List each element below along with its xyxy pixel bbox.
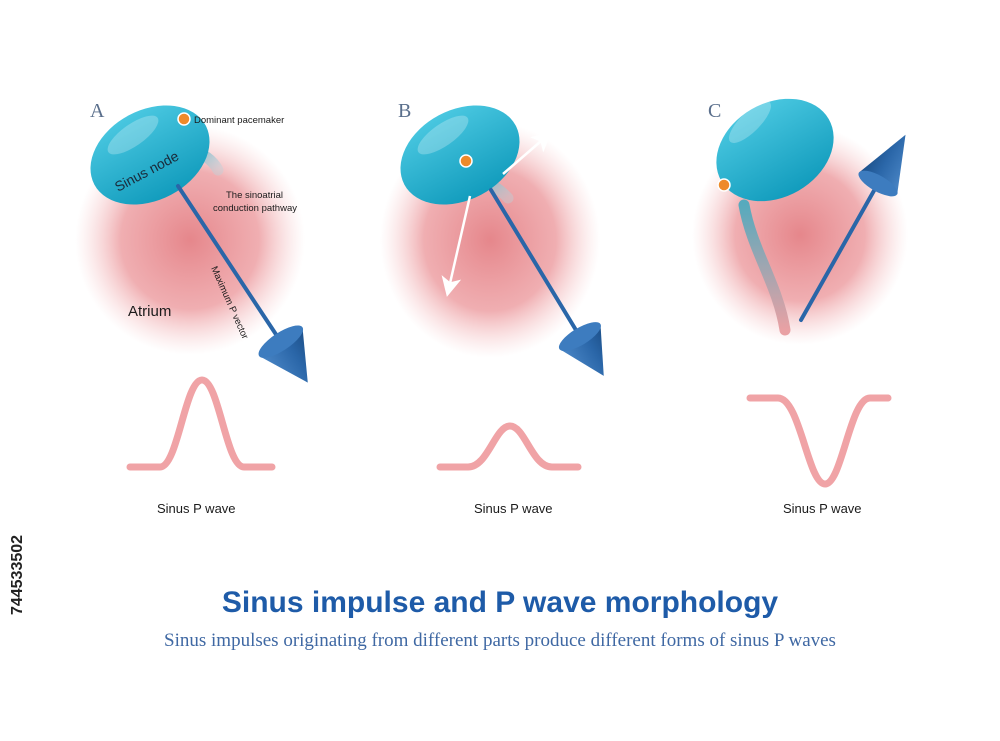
- panel-letter-a: A: [90, 100, 105, 122]
- figure-title: Sinus impulse and P wave morphology: [221, 586, 779, 619]
- atrium-label: Atrium: [128, 303, 171, 320]
- sinus-node-b: [400, 105, 520, 205]
- p-vector-shaft-b: [489, 188, 584, 342]
- sinus-node-a: [90, 105, 210, 205]
- sinus-node-c: [716, 98, 834, 202]
- p-wave-c: [746, 394, 892, 488]
- stock-id-watermark: 744533502: [4, 505, 32, 645]
- pathway-label-line2: conduction pathway: [213, 203, 297, 214]
- panel-letter-b: B: [398, 100, 411, 122]
- stock-id-text: 744533502: [9, 534, 26, 616]
- panel-b: B Sinus P wave: [380, 100, 604, 516]
- p-vector-shaft-c: [799, 178, 882, 322]
- sinus-node-highlight-a: [107, 115, 159, 155]
- pacemaker-dot-c: [717, 178, 731, 192]
- p-vector-shaft-a: [176, 184, 285, 347]
- p-vector-arrowhead-a: [258, 325, 308, 383]
- p-wave-a: [126, 376, 276, 471]
- pacemaker-dot-a: [177, 112, 191, 126]
- sinus-node-highlight-c: [728, 100, 772, 144]
- p-vector-arrowhead-c: [858, 134, 906, 197]
- white-vector-down-b: [441, 195, 472, 297]
- pathway-label-line1: The sinoatrial: [226, 190, 283, 201]
- pacemaker-label: Dominant pacemaker: [194, 115, 284, 126]
- pacemaker-dot-b: [459, 154, 473, 168]
- p-wave-b: [436, 422, 582, 471]
- sinoatrial-pathway-c: [738, 199, 791, 336]
- panel-letter-c: C: [708, 100, 721, 122]
- panel-c: C Sinus P wave: [692, 98, 908, 516]
- figure-subtitle: Sinus impulses originating from differen…: [164, 630, 836, 651]
- wave-label-a: Sinus P wave: [157, 501, 236, 516]
- wave-label-c: Sinus P wave: [783, 501, 862, 516]
- wave-label-b: Sinus P wave: [474, 501, 553, 516]
- sinus-node-highlight-b: [417, 115, 469, 155]
- panel-a: A Sinus node Dominant pacemaker The sino…: [75, 100, 308, 516]
- p-vector-arrowhead-b: [558, 322, 604, 376]
- white-vector-up-b: [502, 131, 552, 175]
